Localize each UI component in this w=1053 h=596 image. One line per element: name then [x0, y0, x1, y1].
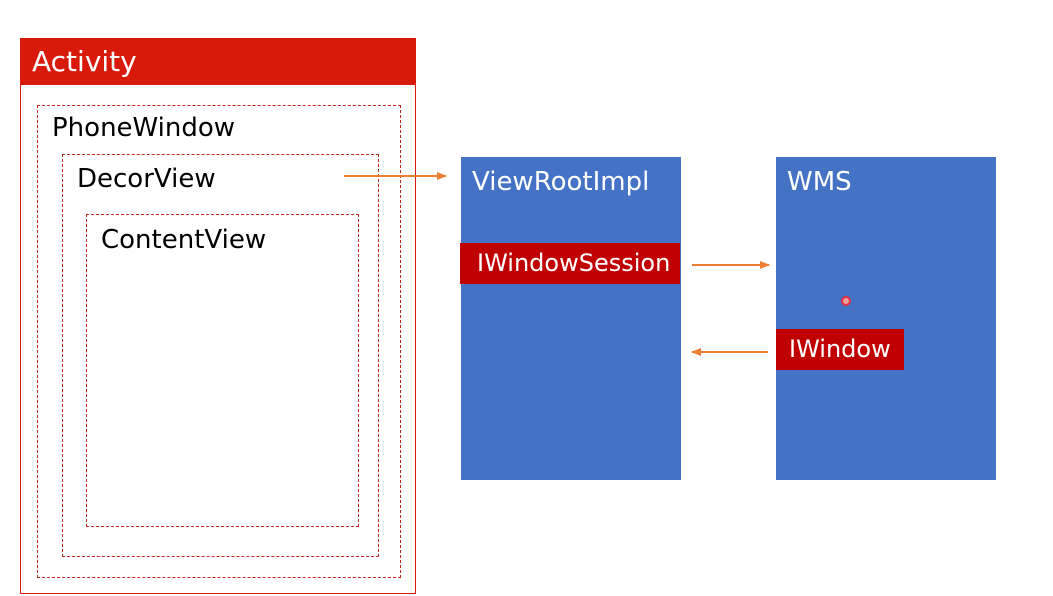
contentview-box: [86, 214, 359, 527]
phonewindow-label: PhoneWindow: [52, 113, 236, 143]
viewrootimpl-label: ViewRootImpl: [472, 167, 650, 197]
decorview-label: DecorView: [77, 164, 216, 194]
decorview-box: [62, 154, 379, 557]
contentview-label: ContentView: [101, 225, 267, 255]
pointer-dot-icon: [841, 296, 851, 306]
activity-header: Activity: [20, 38, 416, 85]
wms-label: WMS: [787, 167, 852, 197]
viewrootimpl-box: [461, 157, 681, 480]
iwindow-tag: IWindow: [776, 329, 904, 370]
phonewindow-box: [37, 105, 401, 578]
iwindowsession-tag: IWindowSession: [460, 243, 680, 284]
wms-box: [776, 157, 996, 480]
